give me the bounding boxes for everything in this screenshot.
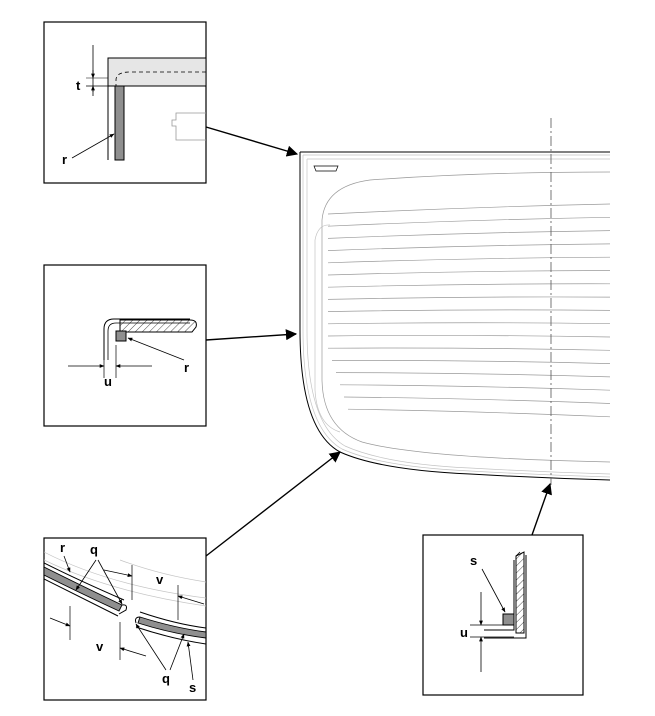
leader-arrow-detail-4: [531, 482, 552, 536]
label-r-detail-3: r: [60, 540, 65, 555]
heating-line: [335, 372, 611, 378]
label-s-detail-4: s: [470, 553, 477, 568]
heating-line: [327, 270, 611, 276]
heating-lines: [327, 203, 611, 418]
detail-box-top-edge: t r: [43, 21, 207, 184]
label-r-detail-2: r: [184, 360, 189, 375]
label-q-upper: q: [90, 542, 98, 557]
heating-line: [327, 243, 611, 251]
label-t: t: [76, 78, 81, 93]
heating-line: [327, 216, 611, 227]
heating-line: [327, 296, 611, 300]
leader-arrow-detail-2: [205, 329, 298, 341]
heating-line: [327, 322, 611, 325]
label-q-lower: q: [162, 671, 170, 686]
heating-line: [339, 384, 611, 391]
label-v-upper: v: [156, 572, 164, 587]
detail-box-lower-corner: r q v v q s: [43, 537, 207, 701]
detail-box-side-edge: r u: [43, 264, 207, 427]
rear-window-glass: [299, 151, 611, 481]
label-v-lower: v: [96, 639, 104, 654]
heating-line: [331, 360, 611, 364]
heating-line: [327, 309, 611, 312]
label-u-detail-2: u: [104, 374, 112, 389]
heating-line: [327, 203, 611, 215]
heating-line: [327, 256, 611, 264]
heating-line: [343, 396, 611, 404]
heating-line: [327, 347, 611, 351]
leader-arrow-detail-1: [205, 126, 299, 157]
heating-line: [327, 335, 611, 338]
label-s-detail-3: s: [189, 680, 196, 695]
heating-line: [327, 283, 611, 288]
detail-box-bottom-edge: s u: [422, 534, 584, 696]
heating-line: [347, 408, 611, 418]
heating-line: [327, 230, 611, 239]
leader-arrow-detail-3: [205, 451, 341, 557]
label-r-detail-1: r: [62, 152, 67, 167]
label-u-detail-4: u: [460, 625, 468, 640]
